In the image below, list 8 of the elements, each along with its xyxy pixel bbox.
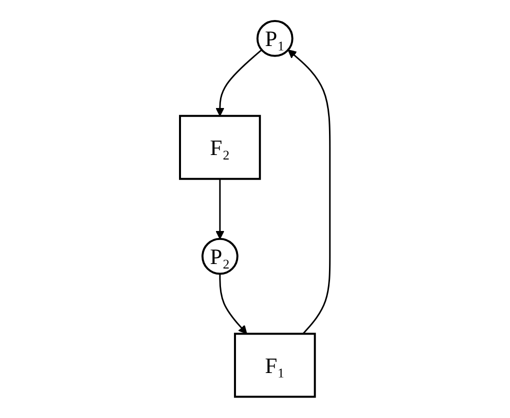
arrow [216, 179, 224, 240]
node-circle: P₁ [256, 20, 294, 57]
node-box: F₁ [234, 332, 316, 398]
node-box: F₂ [179, 115, 261, 180]
arrow [216, 49, 262, 116]
arrow [219, 274, 248, 334]
node-circle: P₂ [202, 238, 238, 275]
arrow [288, 50, 331, 334]
